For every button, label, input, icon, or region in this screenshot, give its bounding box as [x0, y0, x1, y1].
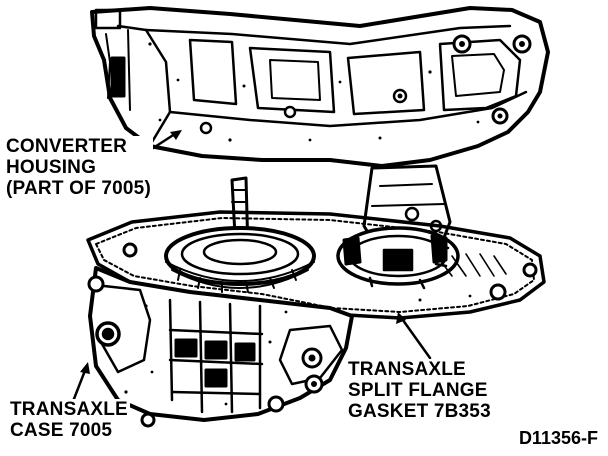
transaxle-case-label: TRANSAXLE CASE 7005	[8, 399, 130, 441]
gasket-label-line-3: GASKET 7B353	[348, 401, 491, 422]
transaxle-case	[86, 210, 546, 428]
gasket-label-line-2: SPLIT FLANGE	[348, 380, 488, 401]
transaxle-case-label-line-2: CASE 7005	[10, 420, 113, 441]
leader-arrowhead-gasket	[396, 312, 406, 324]
leader-transaxle-case	[70, 366, 88, 406]
converter-housing-label-line-1: CONVERTER	[6, 136, 128, 157]
gear-assembly	[164, 226, 316, 293]
figure-id: D11356-F	[518, 428, 598, 448]
transaxle-case-label-line-1: TRANSAXLE	[10, 399, 128, 420]
leader-gasket	[398, 314, 432, 360]
converter-housing-label: CONVERTER HOUSING (PART OF 7005)	[4, 136, 153, 199]
converter-housing-label-line-3: (PART OF 7005)	[6, 178, 151, 199]
converter-housing-label-line-2: HOUSING	[6, 157, 97, 178]
converter-housing	[90, 6, 550, 168]
gasket-label-line-1: TRANSAXLE	[348, 359, 466, 380]
leader-arrowhead-converter	[170, 130, 182, 140]
leader-arrowhead-case	[80, 362, 90, 374]
split-flange-gasket-label: TRANSAXLE SPLIT FLANGE GASKET 7B353	[346, 359, 493, 422]
